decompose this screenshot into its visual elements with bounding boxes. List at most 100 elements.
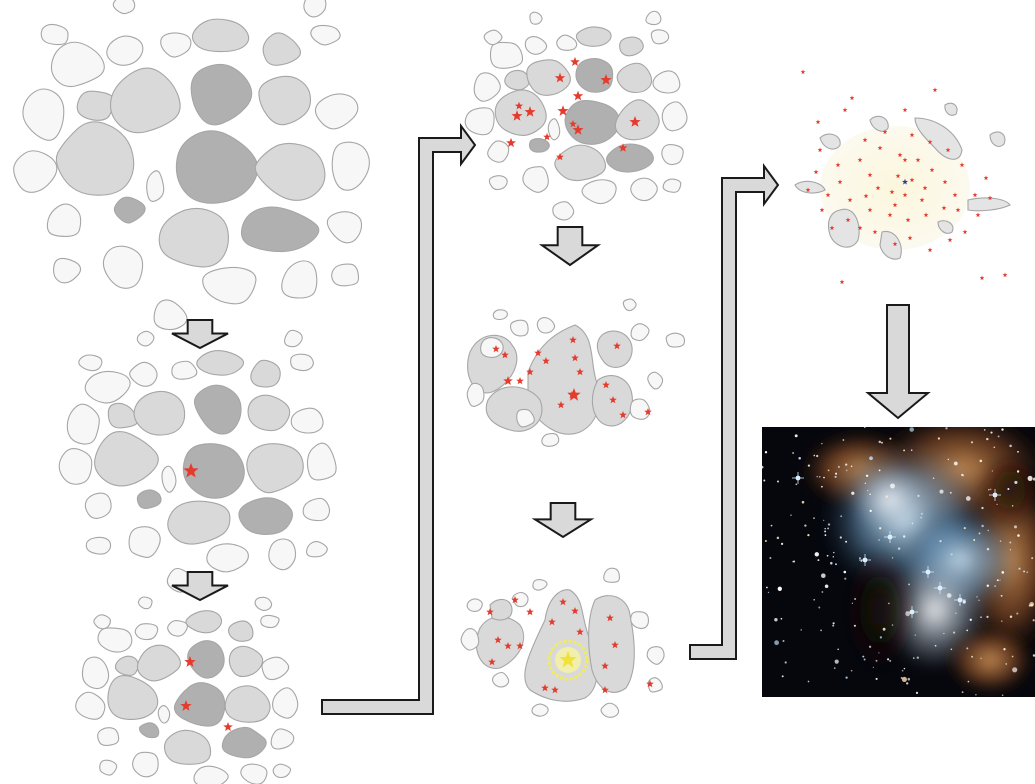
- photo-star: [920, 512, 923, 515]
- photo-star: [993, 446, 996, 449]
- gas-clump: [99, 759, 118, 776]
- gas-clump: [191, 18, 250, 53]
- star-icon: [945, 147, 951, 153]
- photo-star: [794, 434, 798, 438]
- gas-clump: [272, 687, 299, 719]
- photo-star: [834, 475, 837, 478]
- star-icon: [975, 212, 981, 218]
- photo-star: [978, 599, 980, 601]
- photo-star: [1012, 667, 1018, 673]
- photo-star: [911, 522, 914, 525]
- gas-clump: [492, 309, 508, 321]
- star-icon: [867, 207, 873, 213]
- star-icon: [909, 132, 915, 138]
- star-icon: [825, 192, 831, 198]
- star-icon: [979, 275, 985, 281]
- photo-star: [827, 527, 830, 530]
- gas-clump: [554, 144, 607, 182]
- photo-star: [983, 429, 986, 431]
- photo-star: [953, 461, 958, 466]
- gas-clump: [132, 751, 159, 778]
- photo-star: [820, 629, 822, 632]
- gas-clump: [224, 685, 271, 723]
- gas-clump: [581, 179, 617, 205]
- photo-star: [845, 676, 848, 679]
- photo-star: [875, 677, 878, 680]
- gas-clump: [261, 656, 290, 681]
- star-icon: [842, 107, 848, 113]
- gas-clump: [202, 266, 257, 305]
- down-arrow-icon: [531, 502, 595, 539]
- gas-clump: [552, 201, 575, 221]
- photo-star: [832, 624, 835, 627]
- photo-star: [767, 591, 770, 594]
- photo-star: [950, 648, 953, 651]
- star-icon: [983, 175, 989, 181]
- star-icon: [905, 217, 911, 223]
- gas-clump: [134, 623, 159, 641]
- star-icon: [516, 642, 524, 650]
- photo-star: [970, 441, 974, 444]
- gas-clump: [173, 682, 226, 727]
- star-icon: [849, 95, 855, 101]
- star-icon: [819, 207, 825, 213]
- photo-star: [914, 634, 917, 636]
- photo-star: [781, 675, 784, 678]
- photo-star: [816, 454, 819, 458]
- gas-clump: [167, 620, 188, 637]
- star-icon: [875, 185, 881, 191]
- photo-star: [945, 427, 948, 430]
- photo-star: [961, 691, 964, 694]
- gas-clump: [629, 398, 651, 420]
- photo-star: [824, 530, 827, 533]
- gas-clump: [488, 175, 508, 191]
- photo-star: [824, 584, 829, 589]
- photo-star: [774, 640, 780, 646]
- photo-star: [878, 539, 880, 541]
- star-icon: [867, 172, 873, 178]
- gas-clump: [603, 567, 620, 583]
- photo-star: [1017, 534, 1020, 537]
- stage-cluster-forming: [464, 10, 688, 221]
- star-icon: [972, 192, 978, 198]
- photo-star: [971, 655, 974, 658]
- photo-star: [769, 557, 772, 559]
- star-icon: [571, 607, 579, 615]
- gas-clump: [650, 29, 670, 45]
- gas-clump: [302, 497, 331, 522]
- gas-clump: [136, 644, 181, 682]
- photo-star: [1001, 428, 1004, 431]
- gas-clump: [485, 386, 543, 432]
- photo-star: [1016, 470, 1020, 473]
- photo-star: [813, 599, 815, 601]
- star-icon: [892, 241, 898, 247]
- star-icon: [941, 205, 947, 211]
- gas-clump: [575, 26, 612, 47]
- star-icon: [629, 116, 641, 127]
- photo-star: [780, 542, 784, 546]
- star-icon: [606, 614, 614, 622]
- gas-clump: [606, 143, 654, 173]
- nebula-gas: [840, 540, 920, 680]
- photo-star: [932, 477, 935, 479]
- photo-star: [903, 667, 906, 670]
- gas-clump: [528, 138, 550, 153]
- star-icon: [486, 608, 494, 616]
- gas-clump: [480, 336, 504, 358]
- photo-star: [859, 557, 861, 559]
- star-icon: [952, 192, 958, 198]
- photo-star: [903, 449, 906, 452]
- gas-clump: [75, 691, 106, 720]
- star-icon: [609, 396, 617, 404]
- gas-remnant: [944, 102, 958, 116]
- gas-clump: [284, 329, 303, 348]
- gas-clump: [221, 726, 267, 759]
- photo-star: [891, 557, 894, 559]
- star-icon: [902, 192, 908, 198]
- star-icon: [514, 101, 524, 110]
- nebula-gas: [945, 625, 1035, 695]
- photo-star: [996, 579, 999, 582]
- photo-star: [854, 598, 856, 600]
- photo-star: [991, 470, 994, 472]
